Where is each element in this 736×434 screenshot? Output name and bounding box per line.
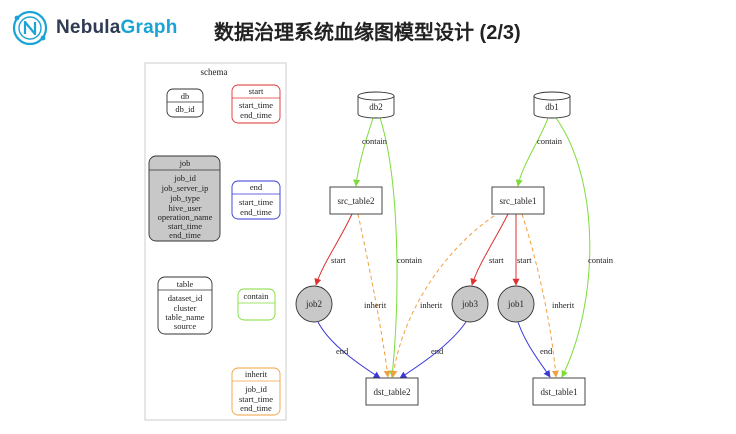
edge-label: start [331,255,346,265]
schema-db-prop: db_id [175,104,195,114]
schema-end-prop: end_time [240,207,272,217]
edge-job3-dst2 [399,321,467,379]
schema-job-prop: job_type [169,193,200,203]
schema-job-prop: job_server_ip [161,183,209,193]
schema-contain: contain [237,288,276,321]
logo-text: NebulaGraph [56,17,178,39]
schema-job-name: job [179,158,191,168]
page-title: 数据治理系统血缘图模型设计 (2/3) [214,22,521,44]
edge-label: inherit [552,300,575,310]
schema-end-prop: start_time [239,197,273,207]
schema-job-prop: end_time [169,230,201,240]
schema-job-prop: hive_user [168,203,201,213]
schema-job-prop: start_time [168,221,202,231]
node-job1: job1 [497,285,535,323]
schema-end-name: end [250,182,263,192]
schema-table-prop: dataset_id [168,293,203,303]
edge-label: inherit [364,300,387,310]
edge-label: end [540,346,553,356]
edge-job1-dst1 [517,321,551,378]
nebulagraph-logo-icon [12,10,48,46]
node-job3: job3 [451,285,489,323]
node-dst-table2-label: dst_table2 [374,387,411,397]
edge-label: end [336,346,349,356]
node-dst-table1-label: dst_table1 [541,387,578,397]
edge-label: contain [537,136,563,146]
schema-db-name: db [181,91,190,101]
schema-legend: schema db db_id start start_time end_tim… [144,62,287,421]
header: NebulaGraph 数据治理系统血缘图模型设计 (2/3) [0,0,736,58]
graph-edges [314,117,591,379]
schema-table-prop: cluster [174,303,197,313]
schema-start-prop: start_time [239,100,273,110]
edge-label: start [489,255,504,265]
node-job2: job2 [295,285,333,323]
schema-start: start start_time end_time [231,84,281,124]
graph-nodes: db2 db1 src_table2 src_table1 job2 job3 [295,91,586,406]
node-dst-table1: dst_table1 [532,377,586,406]
node-db2: db2 [357,91,395,119]
schema-inherit-prop: end_time [240,403,272,413]
node-db2-label: db2 [369,102,383,112]
edge-src1-job3 [470,213,509,286]
node-dst-table2: dst_table2 [365,377,419,406]
node-job1-label: job1 [507,299,524,309]
schema-title: schema [201,67,228,77]
edge-label: start [517,255,532,265]
edge-db1-dst1 [555,117,591,378]
edge-labels: contain contain contain contain start st… [331,136,614,356]
node-db1: db1 [533,91,571,119]
schema-end: end start_time end_time [231,180,281,220]
schema-inherit: inherit job_id start_time end_time [231,367,281,416]
edge-label: contain [588,255,614,265]
logo-brand-accent: Graph [120,17,178,38]
edge-job2-dst2 [317,321,381,379]
edge-db2-dst2 [379,117,398,378]
logo-brand-name: Nebula [56,17,121,38]
schema-contain-name: contain [243,291,269,301]
edge-label: inherit [420,300,443,310]
schema-inherit-name: inherit [245,369,268,379]
node-src-table1-label: src_table1 [500,196,537,206]
edge-label: end [431,346,444,356]
schema-inherit-prop: start_time [239,394,273,404]
node-job3-label: job3 [461,299,479,309]
schema-job-prop: job_id [173,173,196,183]
schema-table-prop: table_name [165,312,204,322]
schema-table: table dataset_id [157,276,213,335]
edge-src2-job2 [314,213,353,286]
edge-src1-dst2 [390,211,501,378]
edge-db2-src2 [353,117,374,187]
edge-label: contain [362,136,388,146]
edge-src2-dst2 [357,213,391,378]
schema-start-name: start [249,86,264,96]
node-src-table1: src_table1 [491,186,545,215]
schema-db: db db_id [166,88,204,118]
node-src-table2-label: src_table2 [338,196,375,206]
node-job2-label: job2 [305,299,322,309]
schema-table-name: table [177,279,194,289]
edge-db1-src1 [515,117,549,187]
schema-table-prop: source [174,321,196,331]
schema-start-prop: end_time [240,110,272,120]
edge-src1-dst1 [521,213,559,378]
node-src-table2: src_table2 [329,186,383,215]
schema-job-prop: operation_name [158,212,213,222]
edge-label: contain [397,255,423,265]
schema-job: job job_id job_server_ip job_type hive_u… [148,155,221,242]
schema-inherit-prop: job_id [244,384,267,394]
node-db1-label: db1 [545,102,559,112]
